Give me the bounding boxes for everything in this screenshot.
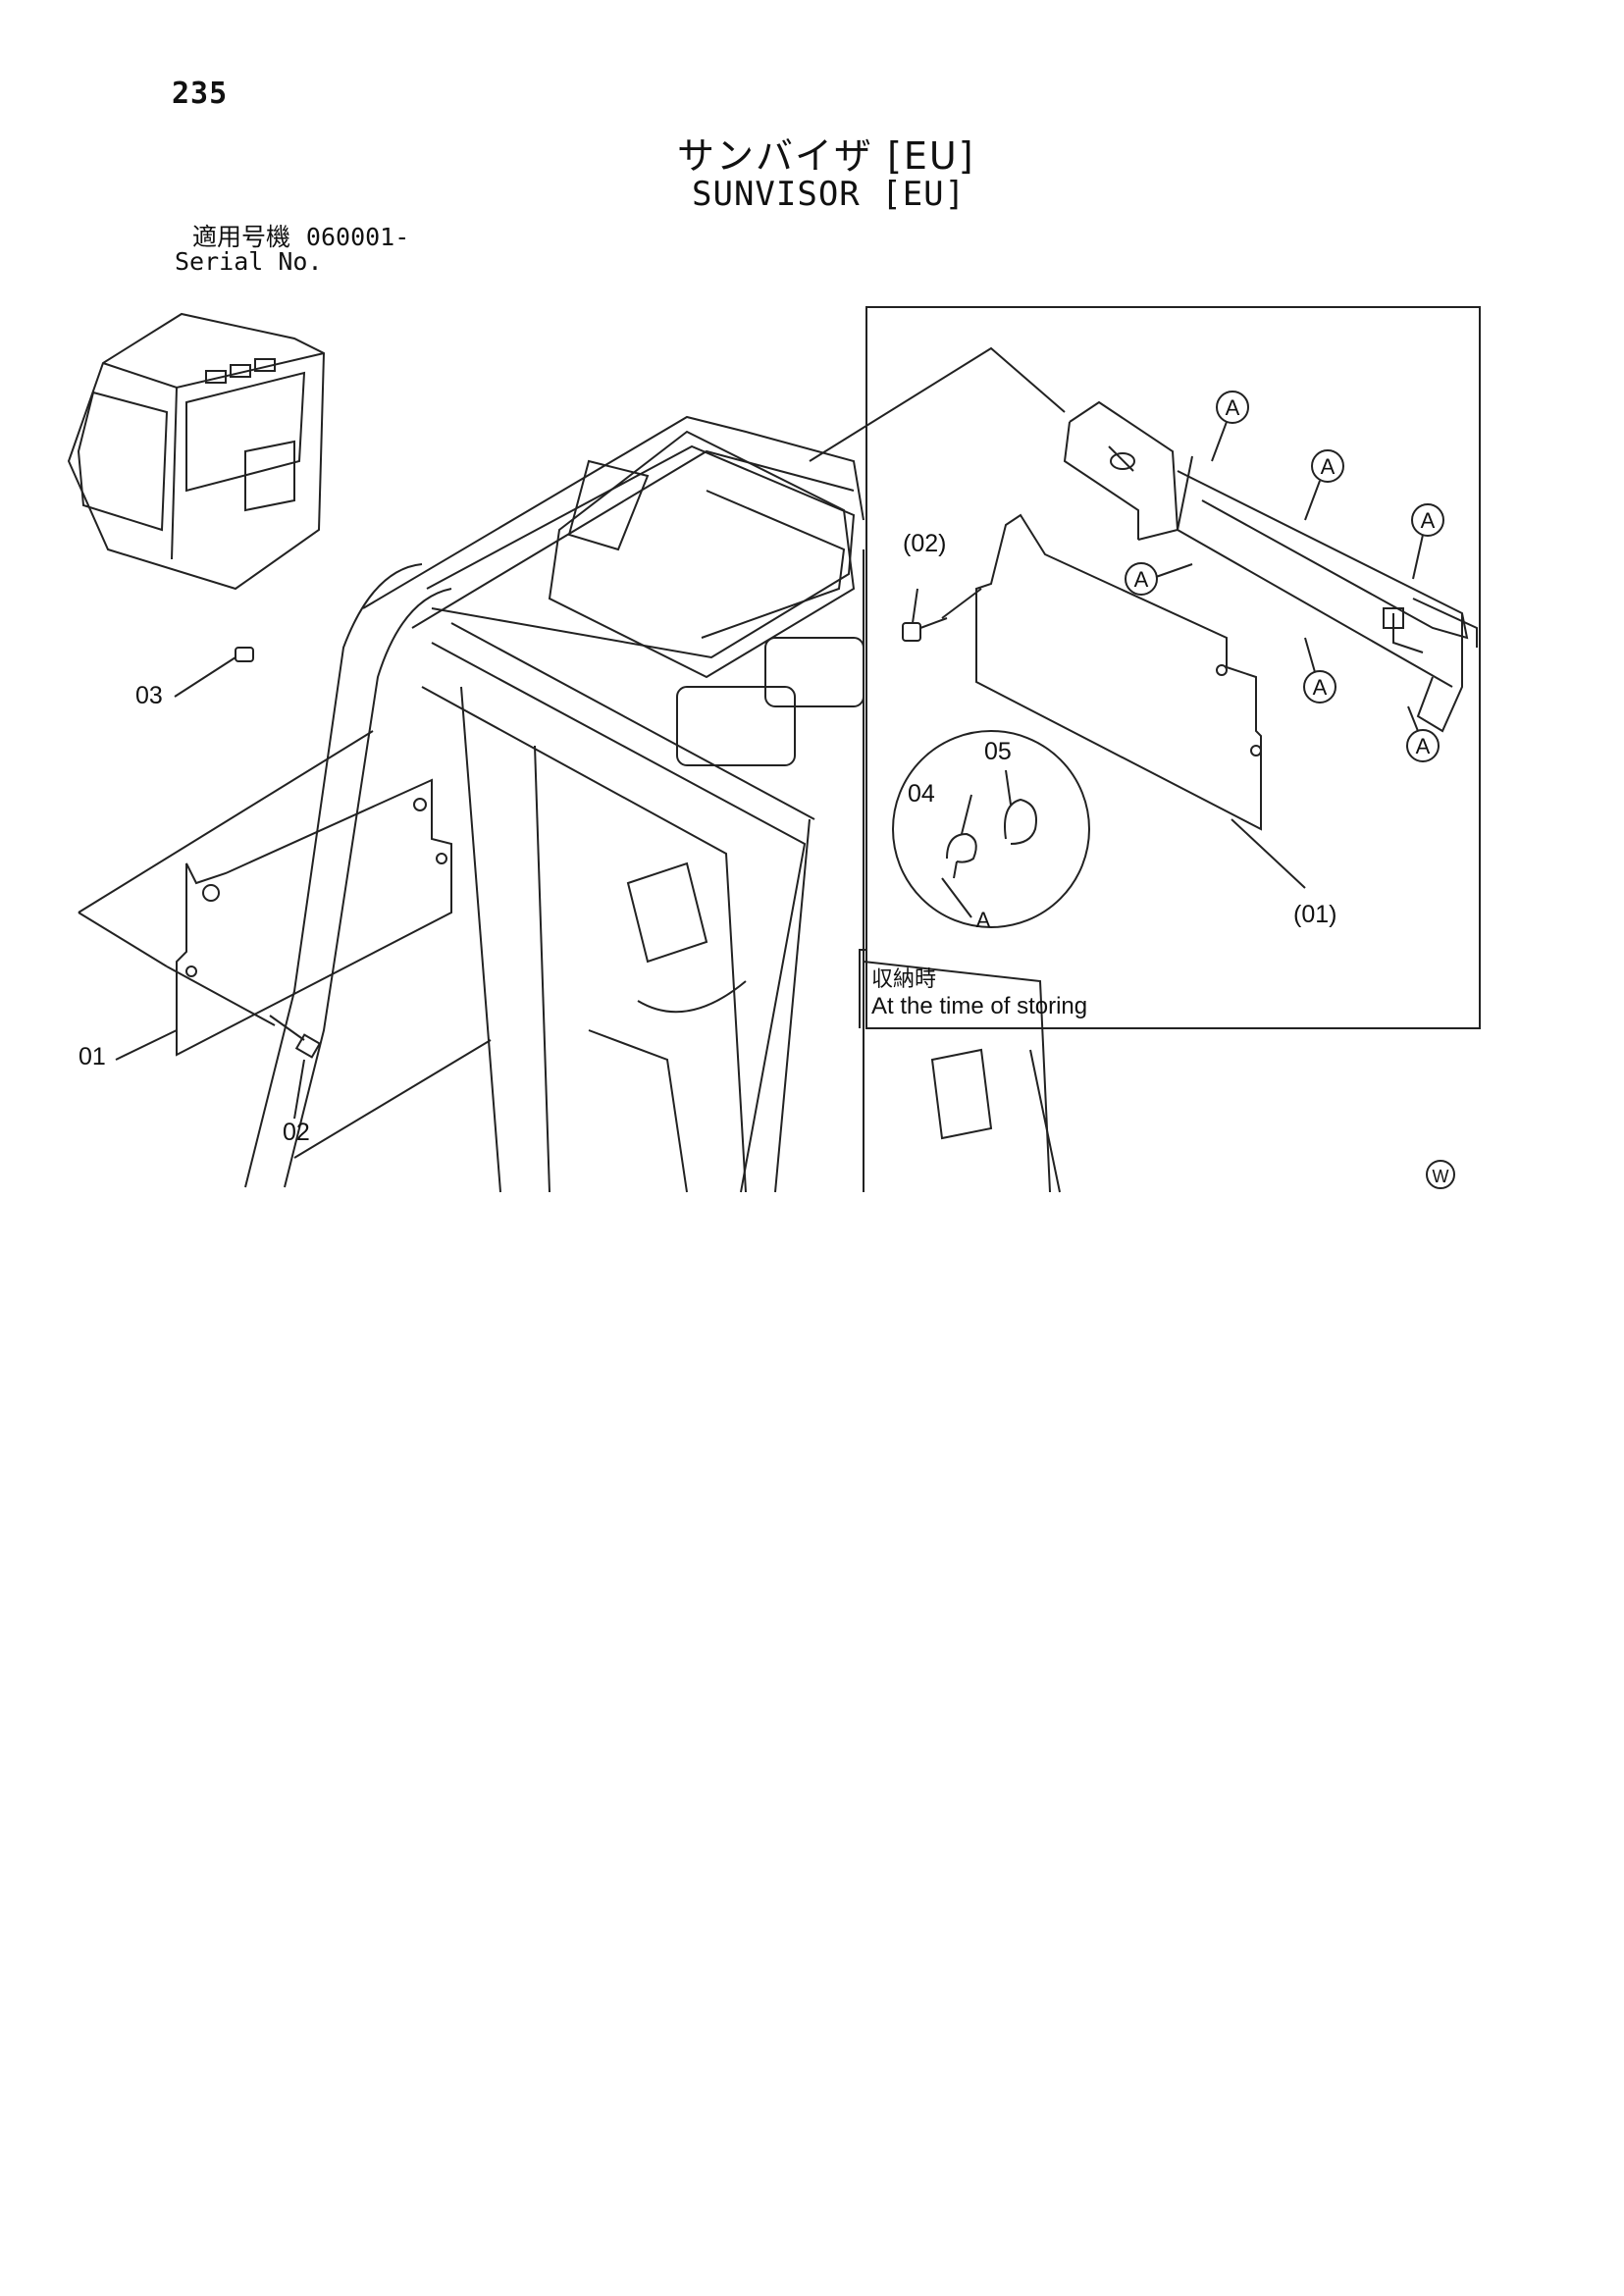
leader-04 [961, 794, 972, 835]
leader-01 [115, 1029, 178, 1061]
serial-applicable: 適用号機 060001- [192, 218, 409, 253]
serial-value: 060001- [305, 223, 410, 251]
detail-circle [892, 730, 1090, 928]
callout-03: 03 [135, 682, 163, 709]
ref-a-3: A [1421, 508, 1436, 533]
ring-05 [1004, 798, 1037, 845]
serial-label-en: Serial No. [175, 247, 323, 276]
detail-box [865, 306, 1481, 1029]
callout-01: 01 [79, 1043, 106, 1070]
detail-caption-en: At the time of storing [871, 993, 1088, 1019]
leader-05 [1005, 769, 1012, 806]
detail-bracket-assembly [1063, 400, 1478, 733]
detail-pointer-line [809, 346, 1066, 462]
leader-a-circle [941, 877, 972, 918]
ref-a-2: A [1321, 454, 1336, 479]
main-nut-03 [235, 647, 254, 662]
footer-mark: W [1433, 1167, 1449, 1186]
detail-callout-04: 04 [908, 780, 935, 808]
ref-a-marks [1125, 391, 1444, 762]
ref-a-5: A [1313, 675, 1328, 700]
detail-sunvisor-panel [941, 513, 1262, 831]
detail-callout-01: (01) [1293, 901, 1337, 928]
detail-caption-jp: 収納時 [871, 967, 937, 992]
ref-a-circle-label: A [976, 908, 991, 932]
cab-frame-drawing [244, 415, 1061, 1193]
detail-callout-02: (02) [903, 530, 947, 557]
detail-callout-05: 05 [984, 738, 1012, 765]
main-sunvisor-panel [78, 730, 452, 1057]
caption-bracket [859, 949, 866, 1028]
page-title-en: SUNVISOR [EU] [692, 175, 967, 214]
page-number: 235 [172, 77, 229, 111]
page-title-jp: サンバイザ [EU] [677, 134, 975, 178]
ref-a-1: A [1226, 395, 1240, 420]
detail-bolt-02 [902, 588, 948, 642]
leader-03 [174, 656, 236, 698]
serial-label-jp: 適用号機 [192, 223, 291, 251]
leader-01-detail [1231, 818, 1306, 889]
clip-04 [946, 832, 977, 879]
leader-02 [293, 1059, 305, 1120]
ref-a-6: A [1416, 734, 1431, 758]
ref-a-4: A [1134, 567, 1149, 592]
cab-overview-sketch [67, 312, 326, 591]
footer-mark-circle [1426, 1160, 1455, 1189]
main-bolt-02 [269, 1015, 322, 1059]
callout-02: 02 [283, 1119, 310, 1146]
